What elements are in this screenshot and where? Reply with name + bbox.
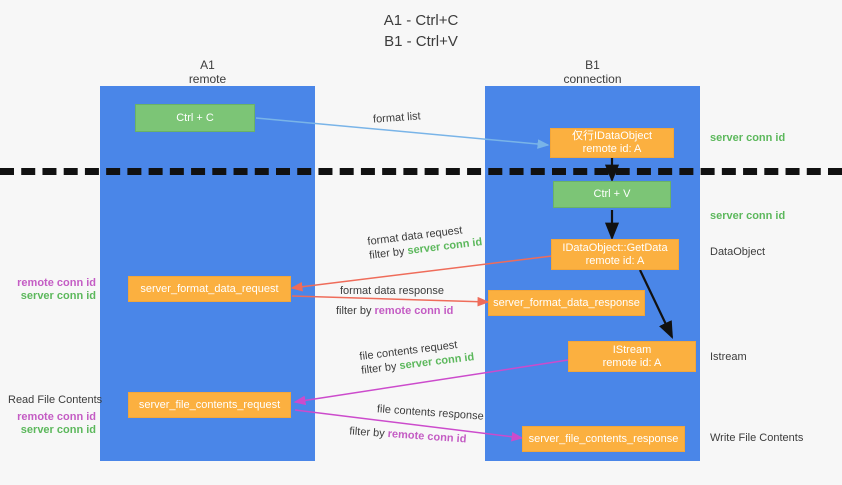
ctrl-c-ctrl-v-divider — [0, 168, 842, 175]
format-data-request-filter-prefix: filter by — [368, 245, 409, 262]
edge-label-file-contents-request: file contents request filter by server c… — [359, 336, 475, 378]
box-istream[interactable]: IStream remote id: A — [568, 341, 696, 372]
box-server-file-contents-request[interactable]: server_file_contents_request — [128, 392, 291, 418]
annotation-write-file-contents: Write File Contents — [710, 432, 804, 444]
box-server-file-contents-request-label: server_file_contents_request — [138, 398, 281, 411]
annotation-conn-id-pair-top: remote conn id server conn id — [0, 277, 96, 303]
file-contents-response-filter: filter by remote conn id — [349, 424, 483, 447]
annotation-server-conn-id-top: server conn id — [710, 132, 786, 144]
title-line-1: A1 - Ctrl+C — [383, 12, 459, 29]
format-data-response-filter-prefix: filter by — [336, 305, 375, 317]
file-contents-response-text: file contents response — [376, 403, 485, 423]
box-ctrl-v[interactable]: Ctrl + V — [553, 181, 671, 208]
format-data-response-filter: filter by remote conn id — [336, 304, 453, 318]
edge-label-format-list-text: format list — [372, 110, 422, 126]
annotation-conn-id-pair-bottom: remote conn id server conn id — [0, 411, 96, 437]
edge-label-file-contents-response: file contents response filter by remote … — [349, 400, 484, 447]
annotation-remote-conn-id-b: remote conn id — [17, 411, 96, 423]
annotation-remote-conn-id-a: remote conn id — [17, 277, 96, 289]
format-data-response-text: format data response — [340, 285, 444, 297]
box-server-file-contents-response[interactable]: server_file_contents_response — [522, 426, 685, 452]
box-ctrl-c-label: Ctrl + C — [176, 111, 214, 124]
box-istream-line-1: IStream — [612, 343, 652, 356]
lane-header-b1: B1 connection — [485, 58, 700, 86]
box-idataobject-getdata[interactable]: IDataObject::GetData remote id: A — [551, 239, 679, 270]
annotation-read-file-contents: Read File Contents — [8, 394, 103, 406]
box-getdata-line-2: remote id: A — [585, 254, 645, 267]
box-idataobject-line-2: remote id: A — [582, 143, 642, 155]
annotation-dataobject: DataObject — [710, 246, 766, 258]
edge-label-format-list: format list — [373, 109, 422, 126]
box-server-format-data-response-label: server_format_data_response — [493, 296, 640, 309]
lane-b1-name: B1 — [585, 58, 600, 72]
box-idataobject-line-1: 仅行IDataObject — [571, 130, 653, 142]
file-contents-response-filter-prefix: filter by — [348, 425, 389, 441]
box-server-format-data-request-label: server_format_data_request — [140, 282, 279, 295]
page-title: A1 - Ctrl+C B1 - Ctrl+V — [0, 10, 842, 52]
box-istream-line-2: remote id: A — [602, 356, 662, 369]
box-idataobject[interactable]: 仅行IDataObject remote id: A — [550, 128, 674, 158]
format-data-response-filter-key: remote conn id — [374, 305, 454, 317]
annotation-istream: Istream — [710, 351, 747, 363]
lane-a1-sub: remote — [188, 72, 227, 86]
annotation-server-conn-id-b: server conn id — [20, 424, 96, 436]
edge-label-format-data-response: format data response filter by remote co… — [336, 284, 453, 318]
edge-label-format-data-request: format data request filter by server con… — [367, 221, 483, 263]
lane-a1-name: A1 — [200, 58, 215, 72]
box-server-file-contents-response-label: server_file_contents_response — [528, 432, 679, 445]
title-line-2: B1 - Ctrl+V — [384, 33, 458, 50]
lane-header-a1: A1 remote — [100, 58, 315, 86]
annotation-server-conn-id-mid: server conn id — [710, 210, 786, 222]
annotation-server-conn-id-a: server conn id — [20, 290, 96, 302]
file-contents-response-filter-key: remote conn id — [387, 428, 467, 446]
lane-b1-sub: connection — [563, 72, 622, 86]
box-server-format-data-request[interactable]: server_format_data_request — [128, 276, 291, 302]
box-server-format-data-response[interactable]: server_format_data_response — [488, 290, 645, 316]
file-contents-request-filter-prefix: filter by — [360, 360, 401, 377]
box-ctrl-c[interactable]: Ctrl + C — [135, 104, 255, 132]
box-getdata-line-1: IDataObject::GetData — [562, 241, 668, 254]
box-ctrl-v-label: Ctrl + V — [593, 188, 631, 200]
